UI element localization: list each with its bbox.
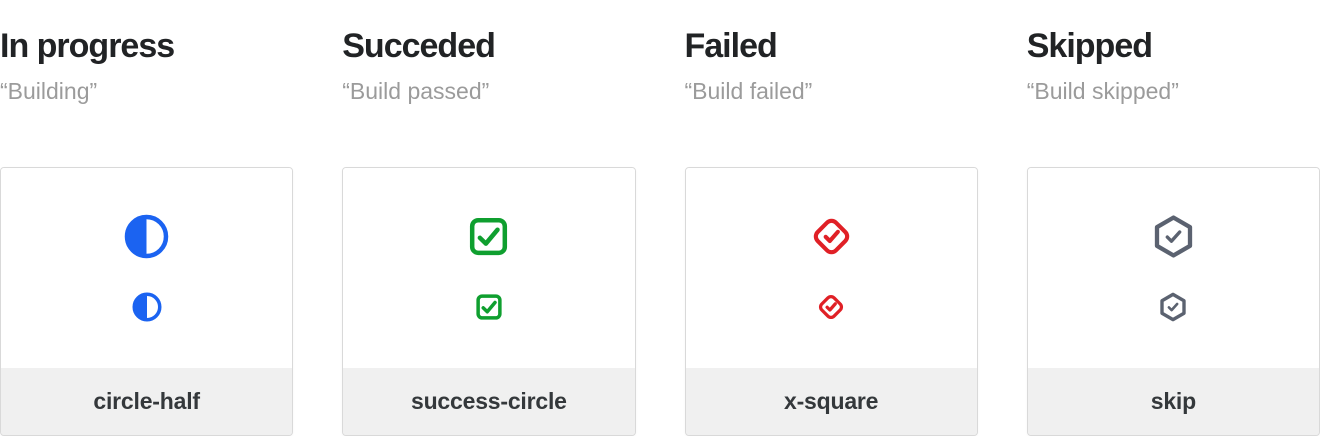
column-header: In progress “Building” [0,0,293,167]
check-diamond-icon-large [813,218,849,255]
status-column-skipped: Skipped “Build skipped” skip [1026,0,1320,436]
icon-name-label: circle-half [93,388,200,414]
check-diamond-icon-small [819,294,844,320]
icon-name-label: skip [1150,388,1196,414]
icon-preview-area [1,168,293,368]
icon-preview-area [1027,168,1319,368]
column-header: Succeded “Build passed” [342,0,635,167]
status-column-in-progress: In progress “Building” circle-half [0,0,294,436]
icon-card-circle-half: circle-half [0,167,294,436]
circle-half-icon-large [124,214,169,259]
column-title: Succeded [342,27,496,65]
status-column-failed: Failed “Build failed” x-square [684,0,978,436]
check-square-icon-large [470,217,508,256]
icon-name-strip: skip [1027,368,1319,435]
icon-name-strip: circle-half [1,368,293,435]
column-title: Failed [684,27,778,65]
icon-preview-area [685,168,977,368]
icon-name-strip: success-circle [343,368,635,435]
icon-name-label: x-square [783,388,879,414]
column-quote: “Build skipped” [1026,78,1179,105]
icon-name-label: success-circle [410,388,567,414]
column-title: Skipped [1026,27,1153,65]
column-header: Skipped “Build skipped” [1027,0,1320,167]
icon-name-strip: x-square [685,368,977,435]
column-quote: “Building” [0,78,98,105]
status-column-succeded: Succeded “Build passed” success-circle [342,0,636,436]
icon-card-success-circle: success-circle [342,167,636,436]
check-square-icon-small [476,294,502,320]
column-header: Failed “Build failed” [685,0,978,167]
check-hexagon-icon-large [1154,215,1193,258]
column-title: In progress [0,27,175,65]
column-quote: “Build failed” [684,78,813,105]
icon-card-skip: skip [1026,167,1320,436]
circle-half-icon-small [132,292,162,322]
icon-preview-area [343,168,635,368]
check-hexagon-icon-small [1160,292,1187,322]
column-quote: “Build passed” [342,78,490,105]
icon-card-x-square: x-square [684,167,978,436]
